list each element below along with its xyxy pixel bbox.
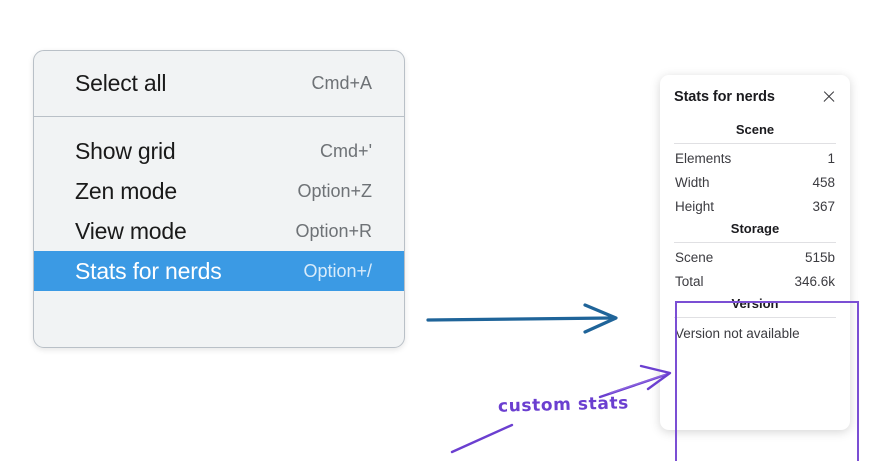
section-divider	[674, 242, 836, 243]
menu-item-shortcut: Cmd+A	[311, 72, 372, 93]
menu-separator	[34, 116, 404, 117]
stat-label: Height	[675, 198, 715, 214]
section-divider	[674, 317, 836, 318]
panel-title: Stats for nerds	[674, 89, 775, 105]
section-scene: Scene Elements 1 Width 458 Height 367	[672, 119, 838, 218]
stat-label: Scene	[675, 249, 714, 265]
menu-group-primary: Select all Cmd+A	[34, 51, 404, 116]
stat-value: 1	[827, 150, 835, 166]
panel-header: Stats for nerds	[672, 89, 838, 105]
menu-item-show-grid[interactable]: Show grid Cmd+'	[34, 131, 404, 171]
menu-item-view-mode[interactable]: View mode Option+R	[34, 211, 404, 251]
callout-underline-stroke	[450, 423, 514, 454]
menu-item-shortcut: Option+/	[303, 260, 372, 281]
section-heading: Storage	[730, 221, 780, 236]
stat-label: Elements	[675, 150, 732, 166]
menu-item-shortcut: Option+Z	[297, 180, 372, 201]
context-menu: Select all Cmd+A Show grid Cmd+' Zen mod…	[33, 50, 405, 348]
stat-row-scene-size: Scene 515b	[672, 245, 838, 269]
section-heading: Scene	[735, 122, 775, 137]
stat-row-height: Height 367	[672, 194, 838, 218]
menu-item-label: Zen mode	[75, 177, 177, 204]
menu-bottom-padding	[34, 291, 404, 311]
panel-sections: Scene Elements 1 Width 458 Height 367 St…	[672, 119, 859, 461]
menu-item-label: View mode	[75, 217, 187, 244]
menu-item-shortcut: Cmd+'	[320, 140, 372, 161]
stat-value: 458	[812, 174, 835, 190]
menu-item-select-all[interactable]: Select all Cmd+A	[34, 63, 404, 103]
menu-item-stats-for-nerds[interactable]: Stats for nerds Option+/	[34, 251, 404, 291]
stat-label: Total	[675, 273, 704, 289]
section-heading: Version	[731, 296, 779, 311]
menu-item-label: Show grid	[75, 137, 176, 164]
callout-label: custom stats	[497, 393, 630, 417]
stat-value: 515b	[804, 249, 835, 265]
section-version: Version Version not available	[672, 293, 838, 345]
version-status-text: Version not available	[675, 326, 800, 341]
menu-item-zen-mode[interactable]: Zen mode Option+Z	[34, 171, 404, 211]
section-divider	[674, 143, 836, 144]
menu-item-label: Select all	[75, 69, 167, 96]
stat-value: 346.6k	[794, 273, 835, 289]
menu-group-secondary: Show grid Cmd+' Zen mode Option+Z View m…	[34, 117, 404, 311]
stat-row-width: Width 458	[672, 170, 838, 194]
stat-row-total-size: Total 346.6k	[672, 269, 838, 293]
stats-for-nerds-panel: Stats for nerds Scene Elements 1 Width 4…	[660, 75, 859, 461]
stat-value: 367	[812, 198, 835, 214]
menu-item-label: Stats for nerds	[75, 257, 222, 284]
menu-item-shortcut: Option+R	[295, 220, 372, 241]
flow-arrow-icon	[426, 303, 618, 334]
section-storage: Storage Scene 515b Total 346.6k	[672, 218, 838, 293]
stat-row-elements: Elements 1	[672, 146, 838, 170]
stat-label: Width	[675, 174, 710, 190]
close-icon[interactable]	[822, 90, 836, 104]
